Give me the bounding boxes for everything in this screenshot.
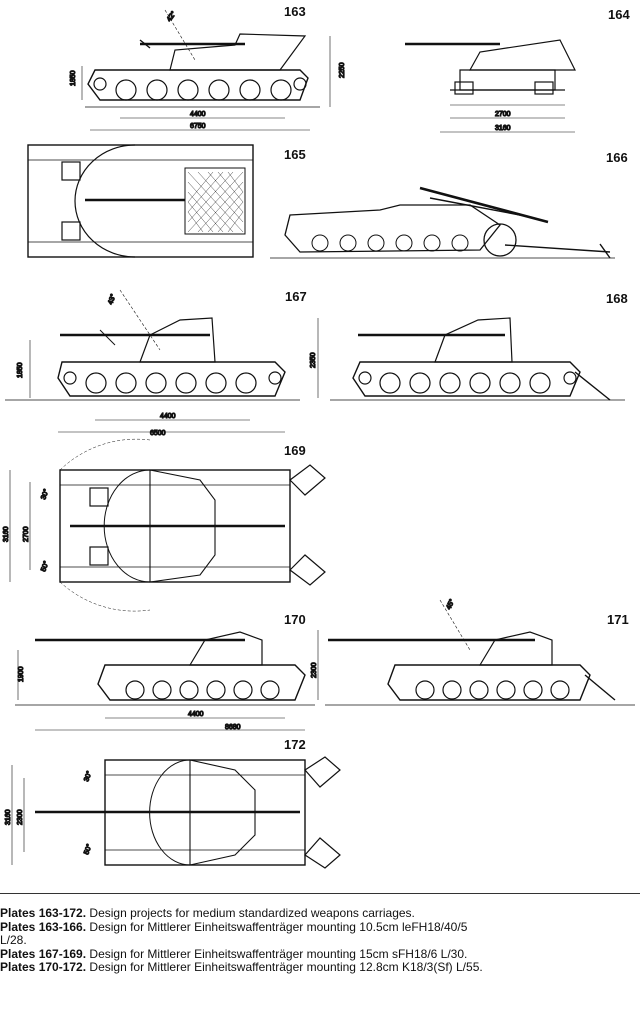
plate-number-164: 164 [608,7,630,22]
plate-170-drawing [15,630,319,731]
plate-number-171: 171 [607,612,629,627]
d171-angle-label: 45° [445,598,457,611]
plate-172-drawing [11,756,341,869]
caption-divider [0,893,640,894]
plate-number-168: 168 [606,291,628,306]
plate-number-172: 172 [284,737,306,752]
plate-number-167: 167 [285,289,307,304]
d163-angle-label: 42° [165,10,178,23]
d167-height2-label: 2350 [310,352,317,368]
caption-block: Plates 163-172. Design projects for medi… [0,907,640,975]
d163-length-label: 6750 [190,123,206,130]
d164-a-label: 2700 [495,111,511,118]
d167-angle-label: 43° [106,293,117,306]
d170-length-label: 8680 [225,724,241,731]
line-drawings: 1850 2250 4400 6750 42° 2700 3160 [2,9,635,869]
d164-b-label: 3160 [495,125,511,132]
caption-line-1: Plates 163-172. Design projects for medi… [0,907,415,920]
plate-number-166: 166 [606,150,628,165]
plate-168-drawing [330,317,625,401]
plate-166-drawing [270,186,615,259]
d169-a-label: 3160 [3,526,10,542]
plate-169-drawing [9,438,326,612]
plate-165-drawing [27,144,254,258]
d170-wheelbase-label: 4400 [188,711,204,718]
plate-number-163: 163 [284,4,306,19]
d172-b-label: 2300 [17,809,24,825]
d163-wheelbase-label: 4400 [190,111,206,118]
caption-line-4: Plates 167-169. Design for Mittlerer Ein… [0,947,468,961]
d169-angle1-label: 30° [39,488,50,501]
d172-angle1-label: 30° [82,770,93,783]
d167-length-label: 6500 [150,430,166,437]
caption-line-3: L/28. [0,934,27,947]
plate-167-drawing [5,289,319,433]
d172-angle2-label: 50° [82,843,93,856]
d172-a-label: 3160 [5,809,12,825]
plate-163-drawing [81,9,331,131]
d170-height-label: 1900 [18,666,25,682]
caption-line-2: Plates 163-166. Design for Mittlerer Ein… [0,920,468,934]
d169-b-label: 2700 [23,526,30,542]
caption-line-5: Plates 170-172. Design for Mittlerer Ein… [0,961,483,974]
d163-height-label: 1850 [70,70,77,86]
plate-164-drawing [405,39,576,133]
d167-height-label: 1850 [17,362,24,378]
plate-number-165: 165 [284,147,306,162]
plate-number-169: 169 [284,443,306,458]
drawing-sheet: 1850 2250 4400 6750 42° 2700 3160 [2,4,635,869]
d163-height2-label: 2250 [339,62,346,78]
d170-height2-label: 2300 [311,662,318,678]
plate-171-drawing [325,599,635,706]
d167-wheelbase-label: 4400 [160,413,176,420]
plate-number-170: 170 [284,612,306,627]
d169-angle2-label: 50° [39,560,50,573]
